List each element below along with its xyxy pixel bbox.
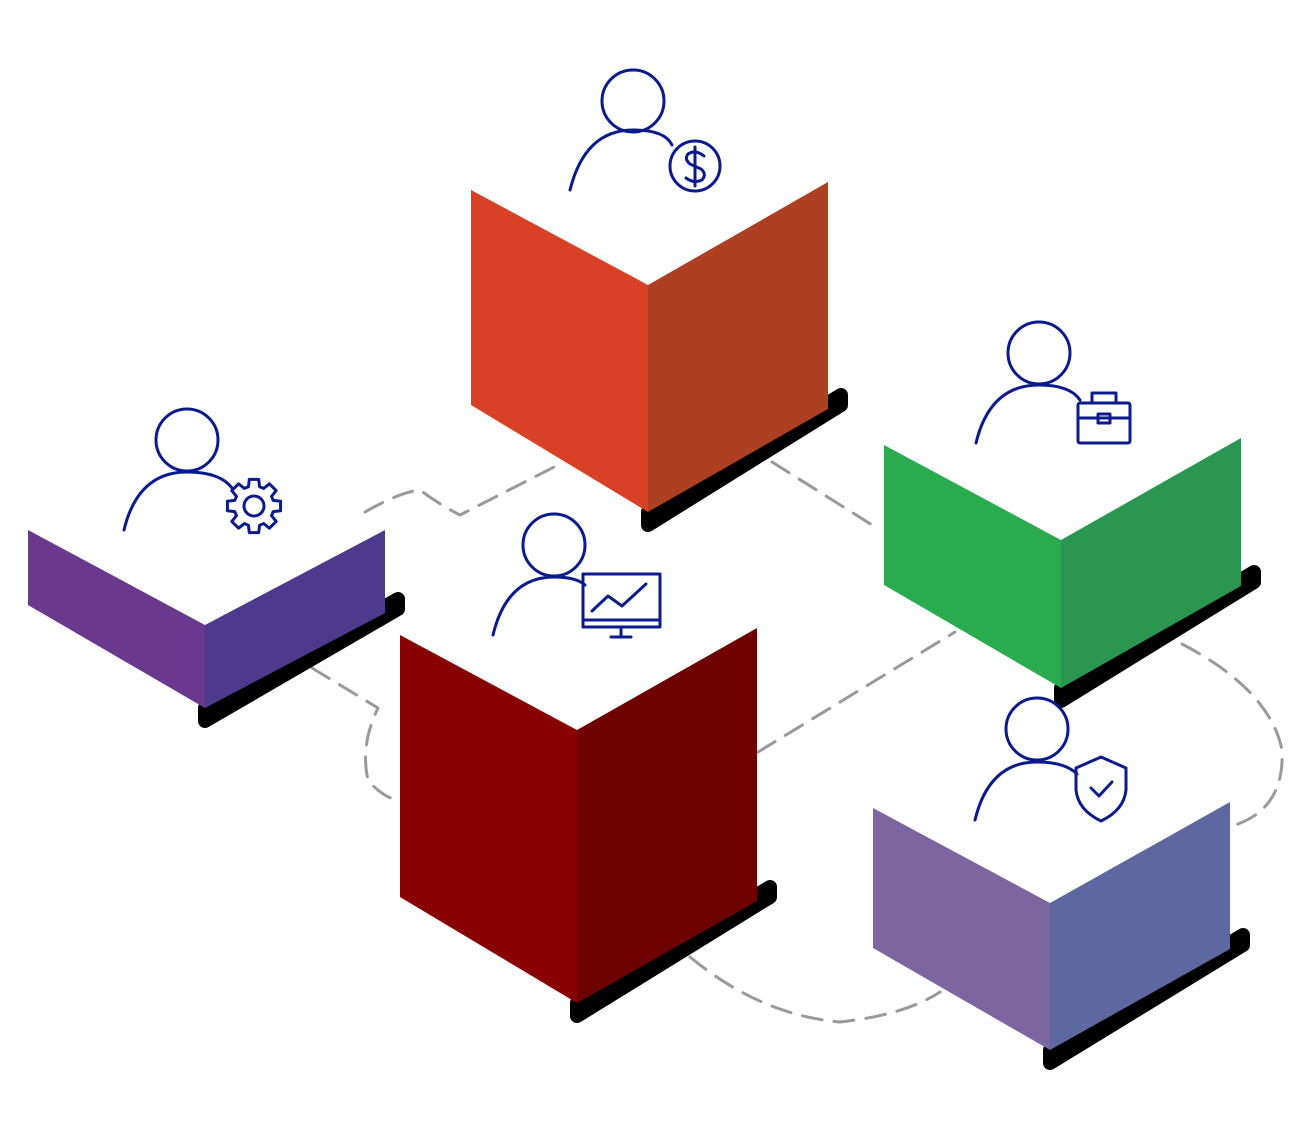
block-right-face [577, 628, 757, 1003]
connector-finance-business [770, 460, 882, 532]
block-left-face [873, 808, 1050, 1050]
person-chart-icon [491, 512, 662, 639]
block-left-face [28, 530, 205, 708]
person-dollar-icon [568, 68, 722, 193]
connectors [310, 460, 1284, 1024]
block-security [873, 802, 1250, 1070]
connector-analytics-security [688, 955, 942, 1024]
person-shield-icon [973, 696, 1128, 823]
block-left-face [884, 445, 1061, 688]
connector-business-security [1180, 642, 1284, 828]
block-finance [471, 182, 848, 532]
block-right-face [205, 530, 385, 708]
block-left-face [400, 635, 577, 1003]
block-right-face [1061, 438, 1241, 688]
connector-engineering-analytics [310, 666, 398, 802]
block-left-face [471, 190, 648, 512]
block-business [884, 438, 1261, 708]
person-gear-icon [122, 407, 283, 535]
block-right-face [648, 182, 828, 512]
gear-outline [225, 477, 283, 535]
person-briefcase-icon [974, 320, 1132, 445]
block-right-face [1050, 802, 1230, 1050]
blocks [28, 182, 1261, 1070]
connector-engineering-finance [363, 463, 560, 517]
connector-analytics-business [756, 630, 957, 754]
block-engineering [28, 530, 405, 728]
block-analytics [400, 628, 777, 1023]
